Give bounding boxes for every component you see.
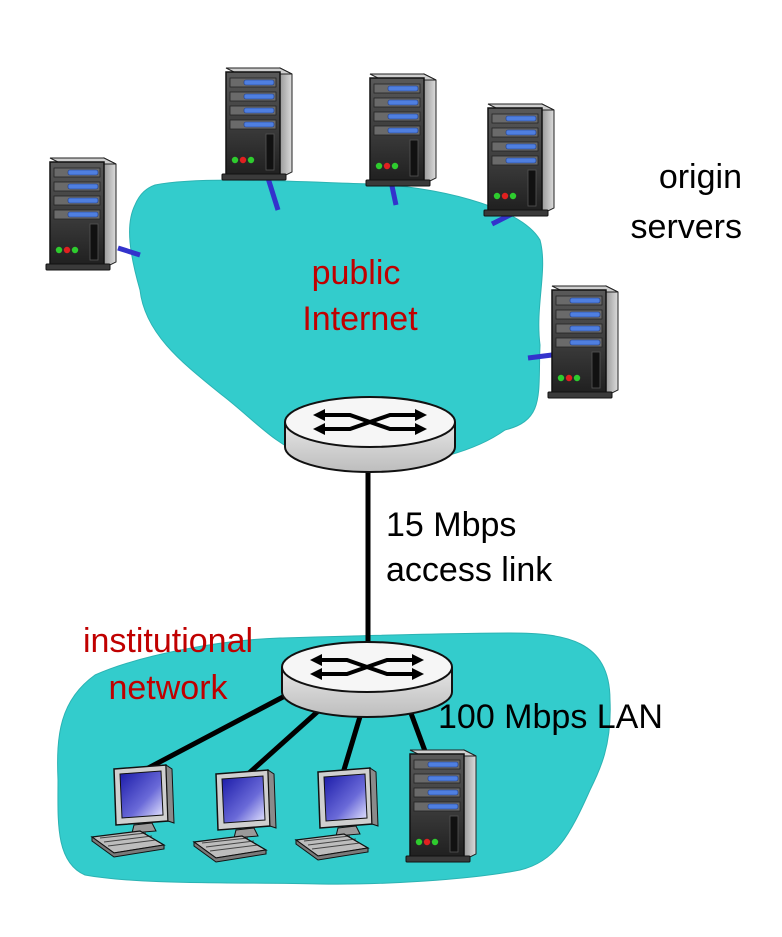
origin-servers-label-line2: servers	[631, 208, 742, 246]
access-link-label-line2: access link	[386, 551, 553, 589]
server-tower-icon	[405, 749, 477, 863]
server-tower-icon	[483, 103, 555, 217]
lan-link	[133, 685, 302, 778]
server-tower-icon	[547, 285, 619, 399]
server-link	[527, 352, 553, 361]
lan-label: 100 Mbps LAN	[438, 698, 663, 736]
server-link	[389, 185, 399, 206]
router-icon	[283, 395, 457, 474]
institutional-network-label-line1: institutional	[83, 622, 253, 660]
server-link	[117, 245, 141, 258]
access-link-label-line1: 15 Mbps	[386, 506, 516, 544]
public-internet-label-line2: Internet	[302, 300, 418, 338]
server-link	[265, 177, 281, 211]
router-icon	[280, 640, 454, 719]
institutional-network-label-line2: network	[108, 669, 228, 707]
server-tower-icon	[221, 67, 293, 181]
origin-servers-label-line1: origin	[659, 158, 742, 196]
server-tower-icon	[45, 157, 117, 271]
public-internet-label-line1: public	[312, 254, 401, 292]
server-tower-icon	[365, 73, 437, 187]
